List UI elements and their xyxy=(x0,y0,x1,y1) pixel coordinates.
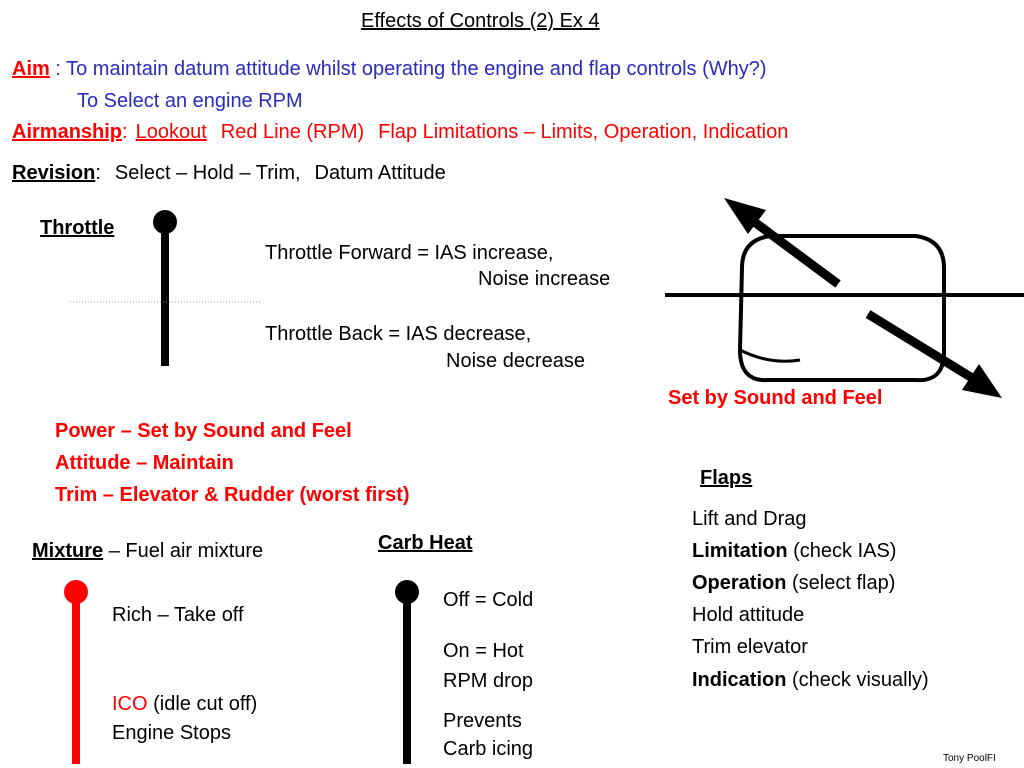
revision-line: Revision: Select – Hold – Trim, Datum Atti… xyxy=(12,161,446,185)
flaps-label: Flaps xyxy=(700,467,753,489)
mixture-rich: Rich – Take off xyxy=(112,604,244,626)
revision-sep: : xyxy=(95,162,101,184)
carb-heat-on-1: On = Hot xyxy=(443,640,524,662)
flaps-indication-bold: Indication xyxy=(692,669,787,691)
flaps-trim: Trim elevator xyxy=(692,636,808,658)
flaps-limitation: Limitation (check IAS) xyxy=(692,539,896,563)
airmanship-lookout: Lookout xyxy=(135,121,207,143)
power-note-2: Attitude – Maintain xyxy=(55,452,234,474)
aim-label: Aim xyxy=(12,58,50,80)
flaps-indication: Indication (check visually) xyxy=(692,668,929,692)
mixture-label: Mixture xyxy=(32,540,104,562)
throttle-forward-1: Throttle Forward = IAS increase, xyxy=(265,242,554,264)
aim-text-1: To maintain datum attitude whilst operat… xyxy=(66,58,767,80)
revision-label: Revision xyxy=(12,162,96,184)
carb-heat-off: Off = Cold xyxy=(443,589,534,611)
flaps-lift: Lift and Drag xyxy=(692,508,807,530)
airmanship-line: Airmanship: Lookout Red Line (RPM) Flap Lim… xyxy=(12,120,788,144)
flaps-operation-rest: (select flap) xyxy=(792,572,896,594)
power-note-1: Power – Set by Sound and Feel xyxy=(55,420,352,442)
flaps-hold: Hold attitude xyxy=(692,604,805,626)
carb-heat-lever-icon xyxy=(395,580,419,764)
mixture-desc: – Fuel air mixture xyxy=(108,540,264,562)
revision-item-2: Datum Attitude xyxy=(314,162,446,184)
aim-sep: : xyxy=(55,58,61,80)
throttle-back-2: Noise decrease xyxy=(446,350,585,372)
sound-feel-gauge-icon xyxy=(665,198,1024,398)
mixture-ico-line: ICO (idle cut off) xyxy=(112,692,257,716)
throttle-label: Throttle xyxy=(40,217,115,239)
aim-text-2: To Select an engine RPM xyxy=(77,90,303,112)
mixture-ico: ICO xyxy=(112,693,148,715)
flaps-limitation-rest: (check IAS) xyxy=(793,540,897,562)
airmanship-red-line: Red Line (RPM) xyxy=(220,121,365,143)
flaps-indication-rest: (check visually) xyxy=(792,669,929,691)
carb-heat-label: Carb Heat xyxy=(378,532,473,554)
airmanship-label: Airmanship xyxy=(12,121,123,143)
flaps-operation: Operation (select flap) xyxy=(692,571,895,595)
gauge-caption: Set by Sound and Feel xyxy=(668,387,883,409)
airmanship-flap: Flap Limitations – Limits, Operation, In… xyxy=(378,121,789,143)
mixture-stops: Engine Stops xyxy=(112,722,231,744)
throttle-forward-2: Noise increase xyxy=(478,268,611,290)
flaps-operation-bold: Operation xyxy=(692,572,787,594)
carb-heat-prevents-2: Carb icing xyxy=(443,738,534,760)
mixture-ico-desc: (idle cut off) xyxy=(153,693,258,715)
revision-item-1: Select – Hold – Trim, xyxy=(114,162,301,184)
aim-line-1: Aim : To maintain datum attitude whilst … xyxy=(12,57,767,81)
airmanship-sep: : xyxy=(122,121,128,143)
slide-title: Effects of Controls (2) Ex 4 xyxy=(361,10,600,32)
power-note-3: Trim – Elevator & Rudder (worst first) xyxy=(55,484,410,506)
credit: Tony PoolFI xyxy=(943,753,996,764)
mixture-lever-icon xyxy=(64,580,88,764)
throttle-back-1: Throttle Back = IAS decrease, xyxy=(265,323,532,345)
mixture-heading: Mixture – Fuel air mixture xyxy=(32,539,263,563)
throttle-lever-icon xyxy=(153,210,177,366)
carb-heat-prevents-1: Prevents xyxy=(443,710,522,732)
flaps-limitation-bold: Limitation xyxy=(692,540,788,562)
carb-heat-on-2: RPM drop xyxy=(443,670,534,692)
